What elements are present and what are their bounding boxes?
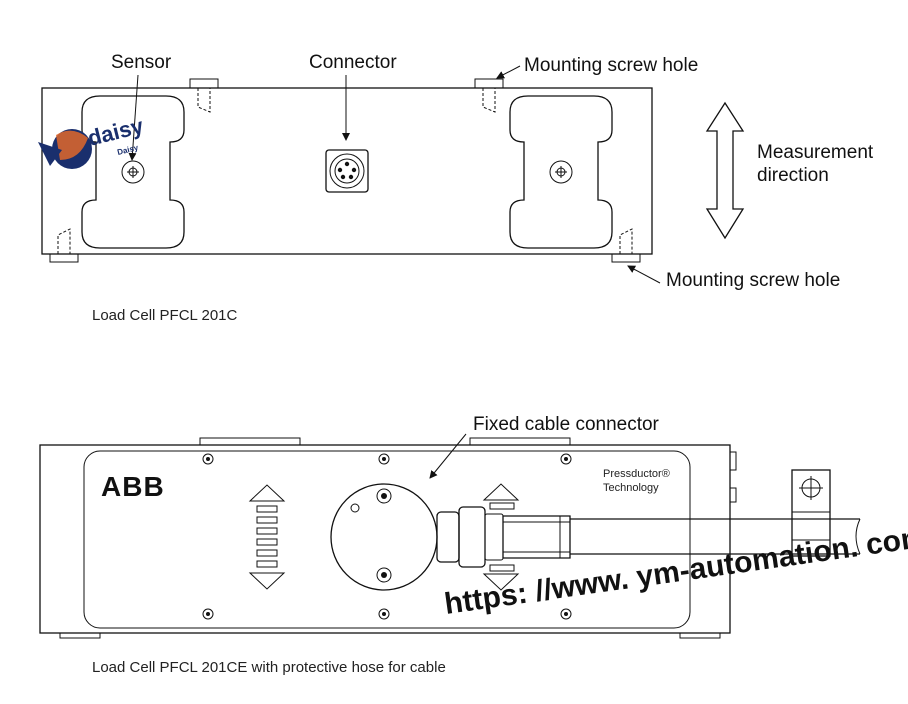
mounting-hole-bottom-right — [611, 228, 641, 263]
abb-brand: ABB — [101, 471, 165, 502]
screw-icon — [378, 608, 390, 620]
hose-clamp-bracket — [791, 469, 831, 557]
tech-label-line2: Technology — [603, 482, 659, 494]
mounting-hole-top-leader — [496, 65, 521, 79]
fixed-cable-connector-disc — [330, 483, 438, 591]
mounting-hole-top-right — [474, 78, 504, 113]
screw-icon — [560, 608, 572, 620]
fixed-cable-connector-label: Fixed cable connector — [473, 414, 660, 435]
connector — [325, 149, 369, 193]
load-cell-ce-body — [39, 444, 731, 634]
sensor-label: Sensor — [111, 52, 172, 73]
screw-icon — [202, 453, 214, 465]
protective-hose — [570, 518, 861, 555]
load-cell-pfcl-201ce: ABB Pressductor® Technology — [39, 414, 861, 676]
small-arrow-up — [482, 483, 520, 501]
daisy-logo: daisy Daisy — [38, 113, 147, 169]
sensor-leader — [128, 74, 139, 161]
mounting-hole-top-left — [189, 78, 219, 113]
small-arrow-down — [482, 573, 520, 591]
measurement-direction-arrow-ce — [248, 484, 286, 590]
top-caption: Load Cell PFCL 201C — [92, 307, 238, 324]
measurement-label-line2: direction — [757, 165, 829, 186]
mounting-hole-bottom-label: Mounting screw hole — [666, 270, 840, 291]
load-cell-ce-plate — [83, 450, 691, 629]
screw-icon — [560, 453, 572, 465]
measurement-label-line1: Measurement — [757, 142, 874, 163]
logo-subtext: Daisy — [116, 143, 139, 157]
fixed-cable-connector-leader — [429, 433, 467, 479]
mounting-hole-bottom-leader — [627, 265, 661, 284]
screw-icon — [378, 453, 390, 465]
mounting-hole-top-label: Mounting screw hole — [524, 55, 698, 76]
sensor-pad-right — [509, 95, 613, 249]
bottom-caption: Load Cell PFCL 201CE with protective hos… — [92, 659, 446, 676]
url-watermark: https: //www. ym-automation. com/ — [442, 519, 908, 621]
connector-label: Connector — [309, 52, 397, 73]
screw-icon — [202, 608, 214, 620]
tech-label-line1: Pressductor® — [603, 468, 670, 480]
mounting-hole-bottom-left — [49, 228, 79, 263]
measurement-direction-arrow — [705, 101, 745, 240]
load-cell-pfcl-201c: Sensor Connector Mounting screw hole Mea… — [41, 52, 874, 324]
cable-gland — [436, 506, 571, 568]
load-cell-body — [41, 87, 653, 255]
sensor-pad-left — [81, 95, 185, 249]
